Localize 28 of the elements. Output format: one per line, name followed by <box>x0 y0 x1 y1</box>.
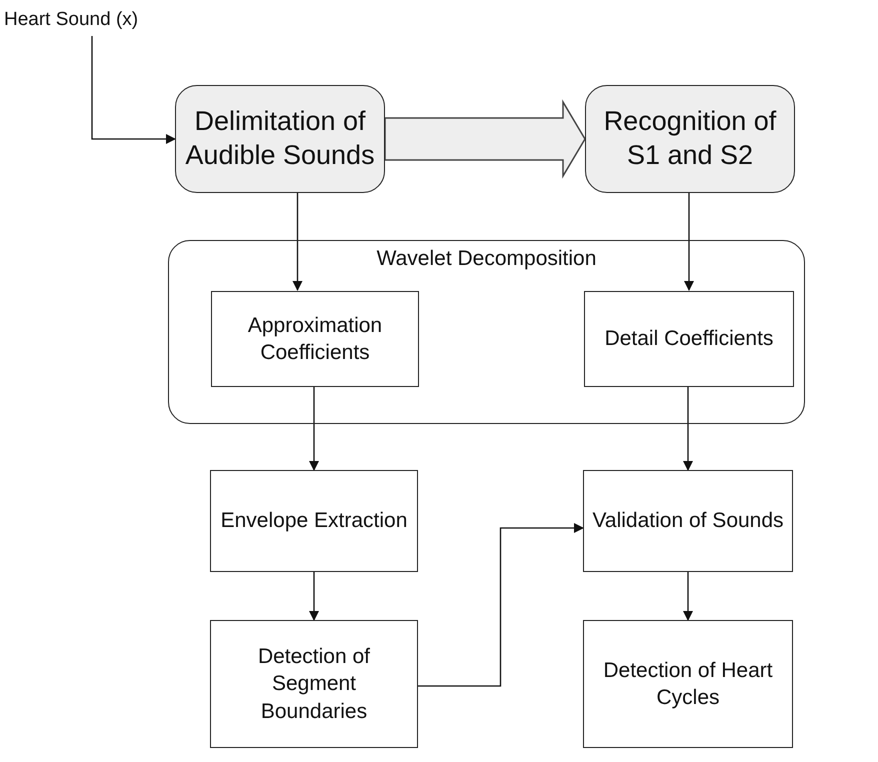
group-title: Wavelet Decomposition <box>376 247 596 271</box>
box-label: Detail Coefficients <box>604 326 774 352</box>
box-label: Delimitation of Audible Sounds <box>184 105 376 172</box>
input-label: Heart Sound (x) <box>4 9 138 31</box>
arrow <box>292 193 302 291</box>
process-box <box>210 620 418 748</box>
process-box <box>583 620 793 748</box>
process-box <box>585 85 795 193</box>
process-box <box>211 291 419 387</box>
arrow <box>309 572 319 621</box>
box-label: Validation of Sounds <box>592 508 784 534</box>
box-label: Approximation Coefficients <box>246 312 384 366</box>
process-box <box>175 85 385 193</box>
arrow <box>684 193 694 291</box>
process-box <box>583 470 793 572</box>
arrow <box>309 386 319 471</box>
box-label: Envelope Extraction <box>220 508 408 534</box>
arrow <box>683 572 693 621</box>
box-label: Detection of Heart Cycles <box>602 658 774 711</box>
arrow <box>683 386 693 471</box>
process-box <box>210 470 418 572</box>
box-label: Recognition of S1 and S2 <box>602 105 778 172</box>
block-arrow <box>384 99 586 179</box>
box-label: Detection of Segment Boundaries <box>256 644 372 725</box>
group-container <box>168 240 805 424</box>
process-box <box>584 291 794 387</box>
arrow <box>91 36 176 144</box>
arrow <box>418 523 584 687</box>
